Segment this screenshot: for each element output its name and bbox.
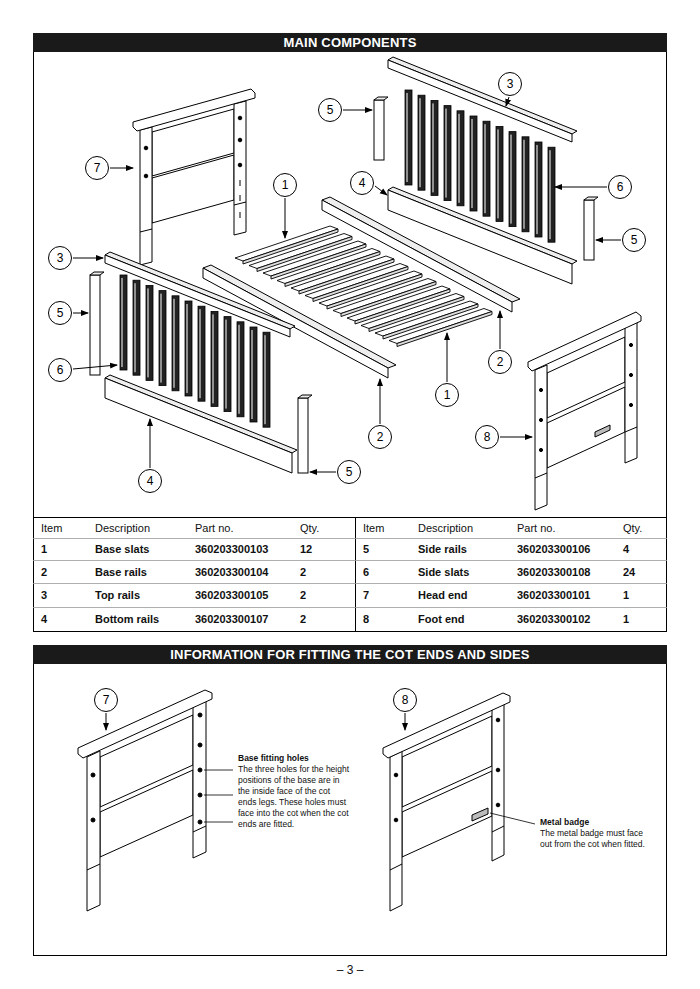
item-number: 6	[363, 565, 369, 579]
note-heading: Metal badge	[540, 817, 652, 828]
part-number: 360203300106	[517, 542, 590, 556]
table-header: Description	[95, 521, 150, 535]
note-body: The metal badge must face out from the c…	[540, 828, 652, 850]
note-body: The three holes for the height positions…	[238, 764, 350, 830]
section-header-band: INFORMATION FOR FITTING THE COT ENDS AND…	[33, 645, 667, 664]
part-number: 360203300104	[195, 565, 268, 579]
quantity: 2	[300, 588, 306, 602]
part-number: 360203300101	[517, 588, 590, 602]
quantity: 24	[623, 565, 635, 579]
callout-circle: 4	[138, 469, 162, 493]
callout-number: 8	[484, 431, 491, 443]
item-number: 5	[363, 542, 369, 556]
quantity: 1	[623, 612, 629, 626]
quantity: 12	[300, 542, 312, 556]
callout-circle: 5	[337, 460, 361, 484]
callout-number: 3	[507, 78, 514, 90]
quantity: 4	[623, 542, 629, 556]
callout-circle: 7	[85, 156, 109, 180]
part-description: Side rails	[418, 542, 467, 556]
table-header: Part no.	[517, 521, 556, 535]
section-header-band: MAIN COMPONENTS	[33, 33, 667, 52]
item-number: 4	[41, 612, 47, 626]
part-description: Base rails	[95, 565, 147, 579]
section-frames	[33, 34, 667, 956]
callout-circle: 3	[498, 72, 522, 96]
callout-number: 6	[617, 181, 624, 193]
part-description: Base slats	[95, 542, 149, 556]
table-header: Description	[418, 521, 473, 535]
callout-leaders	[73, 97, 621, 472]
callout-circle: 2	[488, 350, 512, 374]
item-number: 3	[41, 588, 47, 602]
callout-circle: 6	[608, 175, 632, 199]
item-number: 1	[41, 542, 47, 556]
table-header: Item	[41, 521, 62, 535]
callout-circle: 5	[48, 301, 72, 325]
callout-number: 2	[377, 431, 384, 443]
callout-number: 3	[57, 252, 64, 264]
part-description: Bottom rails	[95, 612, 159, 626]
callout-number: 4	[147, 475, 154, 487]
section-heading: INFORMATION FOR FITTING THE COT ENDS AND…	[170, 647, 529, 662]
callout-number: 1	[444, 389, 451, 401]
part-number: 360203300105	[195, 588, 268, 602]
foot-end-detail-drawing	[383, 693, 535, 911]
quantity: 2	[300, 612, 306, 626]
item-number: 8	[363, 612, 369, 626]
quantity: 1	[623, 588, 629, 602]
table-header: Item	[363, 521, 384, 535]
callout-number: 4	[359, 177, 366, 189]
callout-number: 5	[327, 104, 334, 116]
part-number: 360203300107	[195, 612, 268, 626]
callout-number: 7	[103, 694, 110, 706]
note-heading: Base fitting holes	[238, 753, 350, 764]
callout-number: 6	[57, 364, 64, 376]
callout-circle: 3	[48, 246, 72, 270]
part-number: 360203300103	[195, 542, 268, 556]
callout-number: 7	[94, 162, 101, 174]
item-number: 2	[41, 565, 47, 579]
head-end-drawing	[133, 89, 255, 265]
table-header: Qty.	[623, 521, 642, 535]
callout-circle: 8	[393, 688, 417, 712]
callout-circle: 1	[273, 173, 297, 197]
part-description: Side slats	[418, 565, 469, 579]
item-number: 7	[363, 588, 369, 602]
callout-circle: 5	[318, 98, 342, 122]
callout-circle: 8	[475, 425, 499, 449]
page-number: – 3 –	[337, 963, 364, 977]
callout-circle: 5	[622, 228, 646, 252]
callout-circle: 2	[368, 425, 392, 449]
callout-number: 1	[282, 179, 289, 191]
part-number: 360203300102	[517, 612, 590, 626]
quantity: 2	[300, 565, 306, 579]
callout-number: 2	[497, 356, 504, 368]
head-end-detail-drawing	[78, 690, 233, 911]
callout-circle: 7	[94, 688, 118, 712]
callout-circle: 1	[435, 383, 459, 407]
callout-number: 5	[57, 307, 64, 319]
foot-end-drawing	[528, 312, 641, 510]
table-header: Qty.	[300, 521, 319, 535]
callout-circle: 4	[350, 171, 374, 195]
part-description: Head end	[418, 588, 468, 602]
table-header: Part no.	[195, 521, 234, 535]
section-heading: MAIN COMPONENTS	[284, 35, 417, 50]
callout-number: 5	[346, 466, 353, 478]
part-description: Foot end	[418, 612, 464, 626]
callout-number: 5	[631, 234, 638, 246]
callout-circle: 6	[48, 358, 72, 382]
part-description: Top rails	[95, 588, 140, 602]
callout-number: 8	[402, 694, 409, 706]
part-number: 360203300108	[517, 565, 590, 579]
lower-side-panel-drawing	[90, 252, 312, 473]
